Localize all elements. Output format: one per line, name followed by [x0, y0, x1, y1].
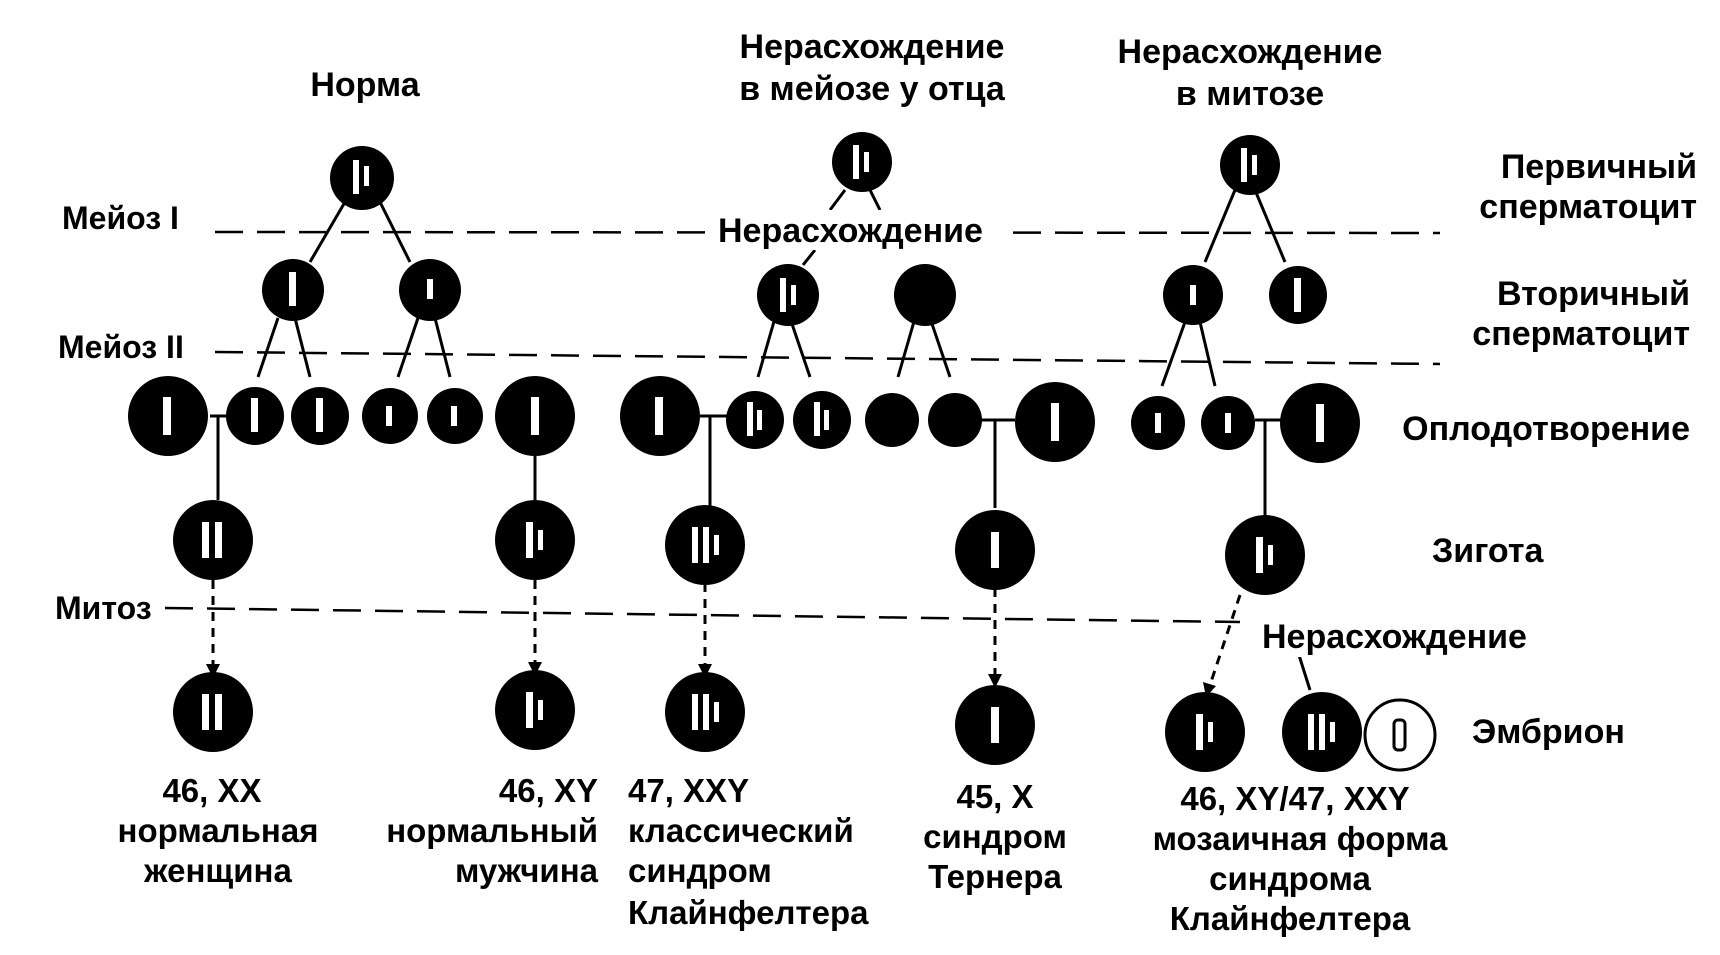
cell-zygote-xx — [173, 500, 253, 580]
outcome-klinefelter-line2: классический — [628, 812, 854, 849]
outcome-mosaic-karyotype: 46, XY/47, XXY — [1180, 780, 1409, 817]
cell-sperm-father-4 — [928, 393, 982, 447]
stage-embryo: Эмбрион — [1472, 713, 1625, 751]
cell-secondary-mitosis-y — [1163, 265, 1223, 325]
stage-secondary-line1: Вторичный — [1497, 275, 1690, 313]
outcome-klinefelter-karyotype: 47, XXY — [628, 772, 749, 809]
stage-primary-line1: Первичный — [1501, 148, 1697, 186]
cell-egg-father-left — [620, 376, 700, 456]
cell-sperm-normal-4 — [427, 388, 483, 444]
cell-sperm-father-3 — [865, 393, 919, 447]
cell-primary-father — [832, 132, 892, 192]
cell-secondary-father-xy — [757, 264, 819, 326]
outcome-male-line2: нормальный — [386, 812, 598, 849]
cell-embryo-mosaic-lost — [1363, 698, 1437, 772]
title-father-line2: в мейозе у отца — [739, 70, 1006, 108]
cell-embryo-mosaic-xxy — [1282, 692, 1362, 772]
cell-egg-normal-right — [495, 376, 575, 456]
cell-embryo-xxy — [665, 672, 745, 752]
cell-sperm-normal-3 — [362, 388, 418, 444]
outcome-female-karyotype: 46, XX — [162, 772, 261, 809]
cell-egg-mitosis — [1280, 383, 1360, 463]
cell-zygote-x — [955, 510, 1035, 590]
cell-secondary-father-empty — [894, 264, 956, 326]
column-titles: Норма Нерасхождение в мейозе у отца Нера… — [310, 28, 1382, 113]
cell-zygote-mitosis-xy — [1225, 515, 1305, 595]
cell-sperm-father-2 — [793, 391, 851, 449]
stage-secondary-line2: сперматоцит — [1472, 315, 1690, 353]
title-father-line1: Нерасхождение — [740, 28, 1005, 66]
outcome-turner-line2: синдром — [923, 818, 1067, 855]
cell-secondary-normal-y — [399, 259, 461, 321]
cell-sperm-normal-2 — [291, 387, 349, 445]
cell-embryo-mosaic-xy — [1165, 692, 1245, 772]
cell-sperm-mitosis-1 — [1131, 396, 1185, 450]
mitosis-line — [164, 606, 1241, 624]
title-mitosis-line2: в митозе — [1176, 75, 1324, 113]
outcome-female-line2: нормальная — [118, 812, 319, 849]
outcome-male-karyotype: 46, XY — [499, 772, 598, 809]
cell-secondary-normal-x — [262, 259, 324, 321]
cell-secondary-mitosis-x — [1269, 266, 1327, 324]
stage-fertilization: Оплодотворение — [1402, 410, 1690, 448]
cell-embryo-xy — [495, 670, 575, 750]
cells — [128, 132, 1437, 772]
outcome-female-line3: женщина — [143, 852, 292, 889]
level-meiosis2: Мейоз II — [58, 329, 184, 365]
level-mitosis: Митоз — [55, 590, 152, 626]
title-mitosis-line1: Нерасхождение — [1118, 33, 1383, 71]
outcome-mosaic-line2: мозаичная форма — [1153, 820, 1448, 857]
title-normal: Норма — [310, 66, 420, 104]
meiosis2-line — [214, 350, 1441, 366]
stage-labels: Первичный сперматоцит Вторичный спермато… — [1402, 148, 1697, 751]
level-meiosis1: Мейоз I — [62, 200, 179, 236]
outcome-klinefelter-line4: Клайнфелтера — [628, 894, 869, 931]
cell-egg-father-right — [1015, 382, 1095, 462]
outcome-captions: 46, XX нормальная женщина 46, XY нормаль… — [118, 772, 1449, 937]
cell-zygote-xxy — [665, 505, 745, 585]
cell-sperm-normal-1 — [226, 387, 284, 445]
outcome-male-line3: мужчина — [455, 852, 599, 889]
mitosis-arrows — [206, 580, 1242, 697]
nondisjunction-labels: Нерасхождение Нерасхождение — [712, 210, 1535, 657]
cell-sperm-father-1 — [726, 391, 784, 449]
cell-zygote-xy — [495, 500, 575, 580]
outcome-mosaic-line4: Клайнфелтера — [1170, 900, 1411, 937]
cell-egg-normal-left — [128, 376, 208, 456]
nondisjunction-meiosis-label: Нерасхождение — [718, 212, 983, 250]
nondisjunction-mitosis-label: Нерасхождение — [1262, 618, 1527, 656]
cell-embryo-xx — [173, 672, 253, 752]
level-labels: Мейоз I Мейоз II Митоз — [55, 200, 184, 626]
outcome-turner-karyotype: 45, X — [956, 778, 1033, 815]
cell-primary-mitosis — [1220, 135, 1280, 195]
cell-embryo-x — [955, 685, 1035, 765]
cell-sperm-mitosis-2 — [1201, 396, 1255, 450]
stage-zygote: Зигота — [1432, 532, 1544, 570]
outcome-turner-line3: Тернера — [928, 858, 1062, 895]
connectors — [210, 189, 1312, 691]
cell-primary-normal — [330, 146, 394, 210]
stage-primary-line2: сперматоцит — [1479, 188, 1697, 226]
outcome-mosaic-line3: синдрома — [1209, 860, 1371, 897]
outcome-klinefelter-line3: синдром — [628, 852, 772, 889]
